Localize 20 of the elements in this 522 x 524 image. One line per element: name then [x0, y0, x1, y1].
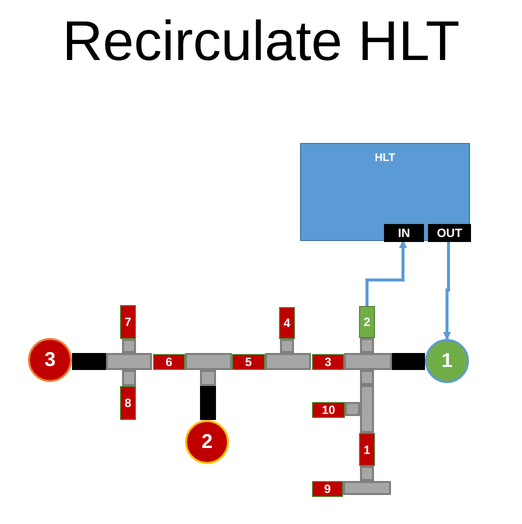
valve: 9	[312, 481, 343, 497]
port-label: IN	[384, 224, 424, 242]
pump-circle: 2	[185, 420, 229, 464]
valve: 4	[279, 307, 295, 339]
valve: 6	[153, 354, 185, 370]
title: Recirculate HLT	[61, 8, 461, 73]
pump-circle: 1	[425, 339, 469, 383]
tank-box	[300, 143, 470, 241]
valve: 1	[359, 433, 375, 466]
valve: 10	[312, 402, 345, 418]
tank-label: HLT	[374, 152, 396, 164]
valve: 8	[120, 386, 136, 420]
arrow	[366, 240, 407, 306]
port-label: OUT	[428, 224, 471, 242]
valve: 7	[120, 305, 136, 339]
valve: 3	[312, 354, 344, 370]
pump-circle: 3	[28, 338, 72, 382]
valve: 5	[232, 354, 265, 370]
arrow	[443, 241, 451, 340]
valve: 2	[359, 306, 375, 338]
